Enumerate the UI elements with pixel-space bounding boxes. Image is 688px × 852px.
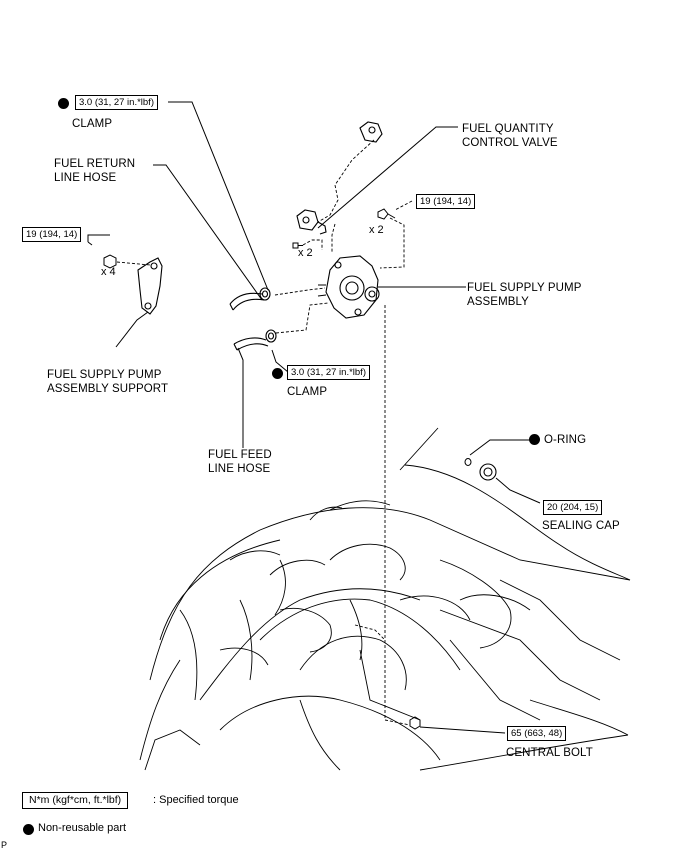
label-fuel-return-line-hose: FUEL RETURN LINE HOSE <box>54 158 136 184</box>
qty-valve-bolts: x 2 <box>298 247 313 259</box>
non-reusable-mark-clamp-upper <box>58 98 69 109</box>
label-fuel-supply-pump-assembly: FUEL SUPPLY PUMP ASSEMBLY <box>467 282 582 308</box>
leader-lines <box>87 101 541 734</box>
support-bolt-part <box>103 254 117 269</box>
label-clamp-upper: CLAMP <box>72 118 113 130</box>
qty-support-bolts: x 4 <box>101 266 116 278</box>
torque-box-clamp-upper: 3.0 (31, 27 in.*lbf) <box>75 95 158 110</box>
clamp-lower-part <box>265 329 277 343</box>
sealing-cap-part <box>479 463 497 481</box>
clamp-upper-part <box>259 287 271 301</box>
valve-bolts-part <box>292 242 303 249</box>
legend-non-reusable-dot <box>23 824 34 835</box>
fuel-supply-pump-assembly-support-part <box>137 257 163 315</box>
fuel-feed-line-hose <box>233 337 269 351</box>
torque-box-support-bolts: 19 (194, 14) <box>22 227 82 242</box>
fuel-return-line-hose <box>229 292 265 311</box>
engine-compartment-outline <box>139 427 631 771</box>
label-clamp-lower: CLAMP <box>287 386 328 398</box>
valve-connector-part <box>359 121 383 143</box>
qty-pump-bolts: x 2 <box>369 224 384 236</box>
label-fuel-quantity-control-valve: FUEL QUANTITY CONTROL VALVE <box>462 123 558 149</box>
label-fuel-supply-pump-assembly-support: FUEL SUPPLY PUMP ASSEMBLY SUPPORT <box>47 369 169 395</box>
label-o-ring: O-RING <box>544 434 587 446</box>
corner-mark: P <box>1 840 8 850</box>
non-reusable-mark-clamp-lower <box>272 368 283 379</box>
label-sealing-cap: SEALING CAP <box>542 520 620 532</box>
legend-torque-units-box: N*m (kgf*cm, ft.*lbf) <box>22 792 129 809</box>
o-ring-part <box>464 458 472 466</box>
central-bolt-part <box>409 716 421 730</box>
legend-torque-units-text: : Specified torque <box>153 794 239 806</box>
torque-box-pump-bolts: 19 (194, 14) <box>416 194 476 209</box>
pump-bolt-part <box>377 208 396 220</box>
dashed-assembly-lines <box>116 139 413 726</box>
non-reusable-mark-o-ring <box>529 434 540 445</box>
fuel-supply-pump-part <box>317 255 380 319</box>
legend-non-reusable-text: Non-reusable part <box>38 822 127 834</box>
torque-box-sealing-cap: 20 (204, 15) <box>543 500 603 515</box>
label-fuel-feed-line-hose: FUEL FEED LINE HOSE <box>208 449 272 475</box>
torque-box-clamp-lower: 3.0 (31, 27 in.*lbf) <box>287 365 370 380</box>
fuel-quantity-control-valve-part <box>296 209 327 235</box>
label-central-bolt: CENTRAL BOLT <box>506 747 593 759</box>
torque-box-central-bolt: 65 (663, 48) <box>507 726 567 741</box>
